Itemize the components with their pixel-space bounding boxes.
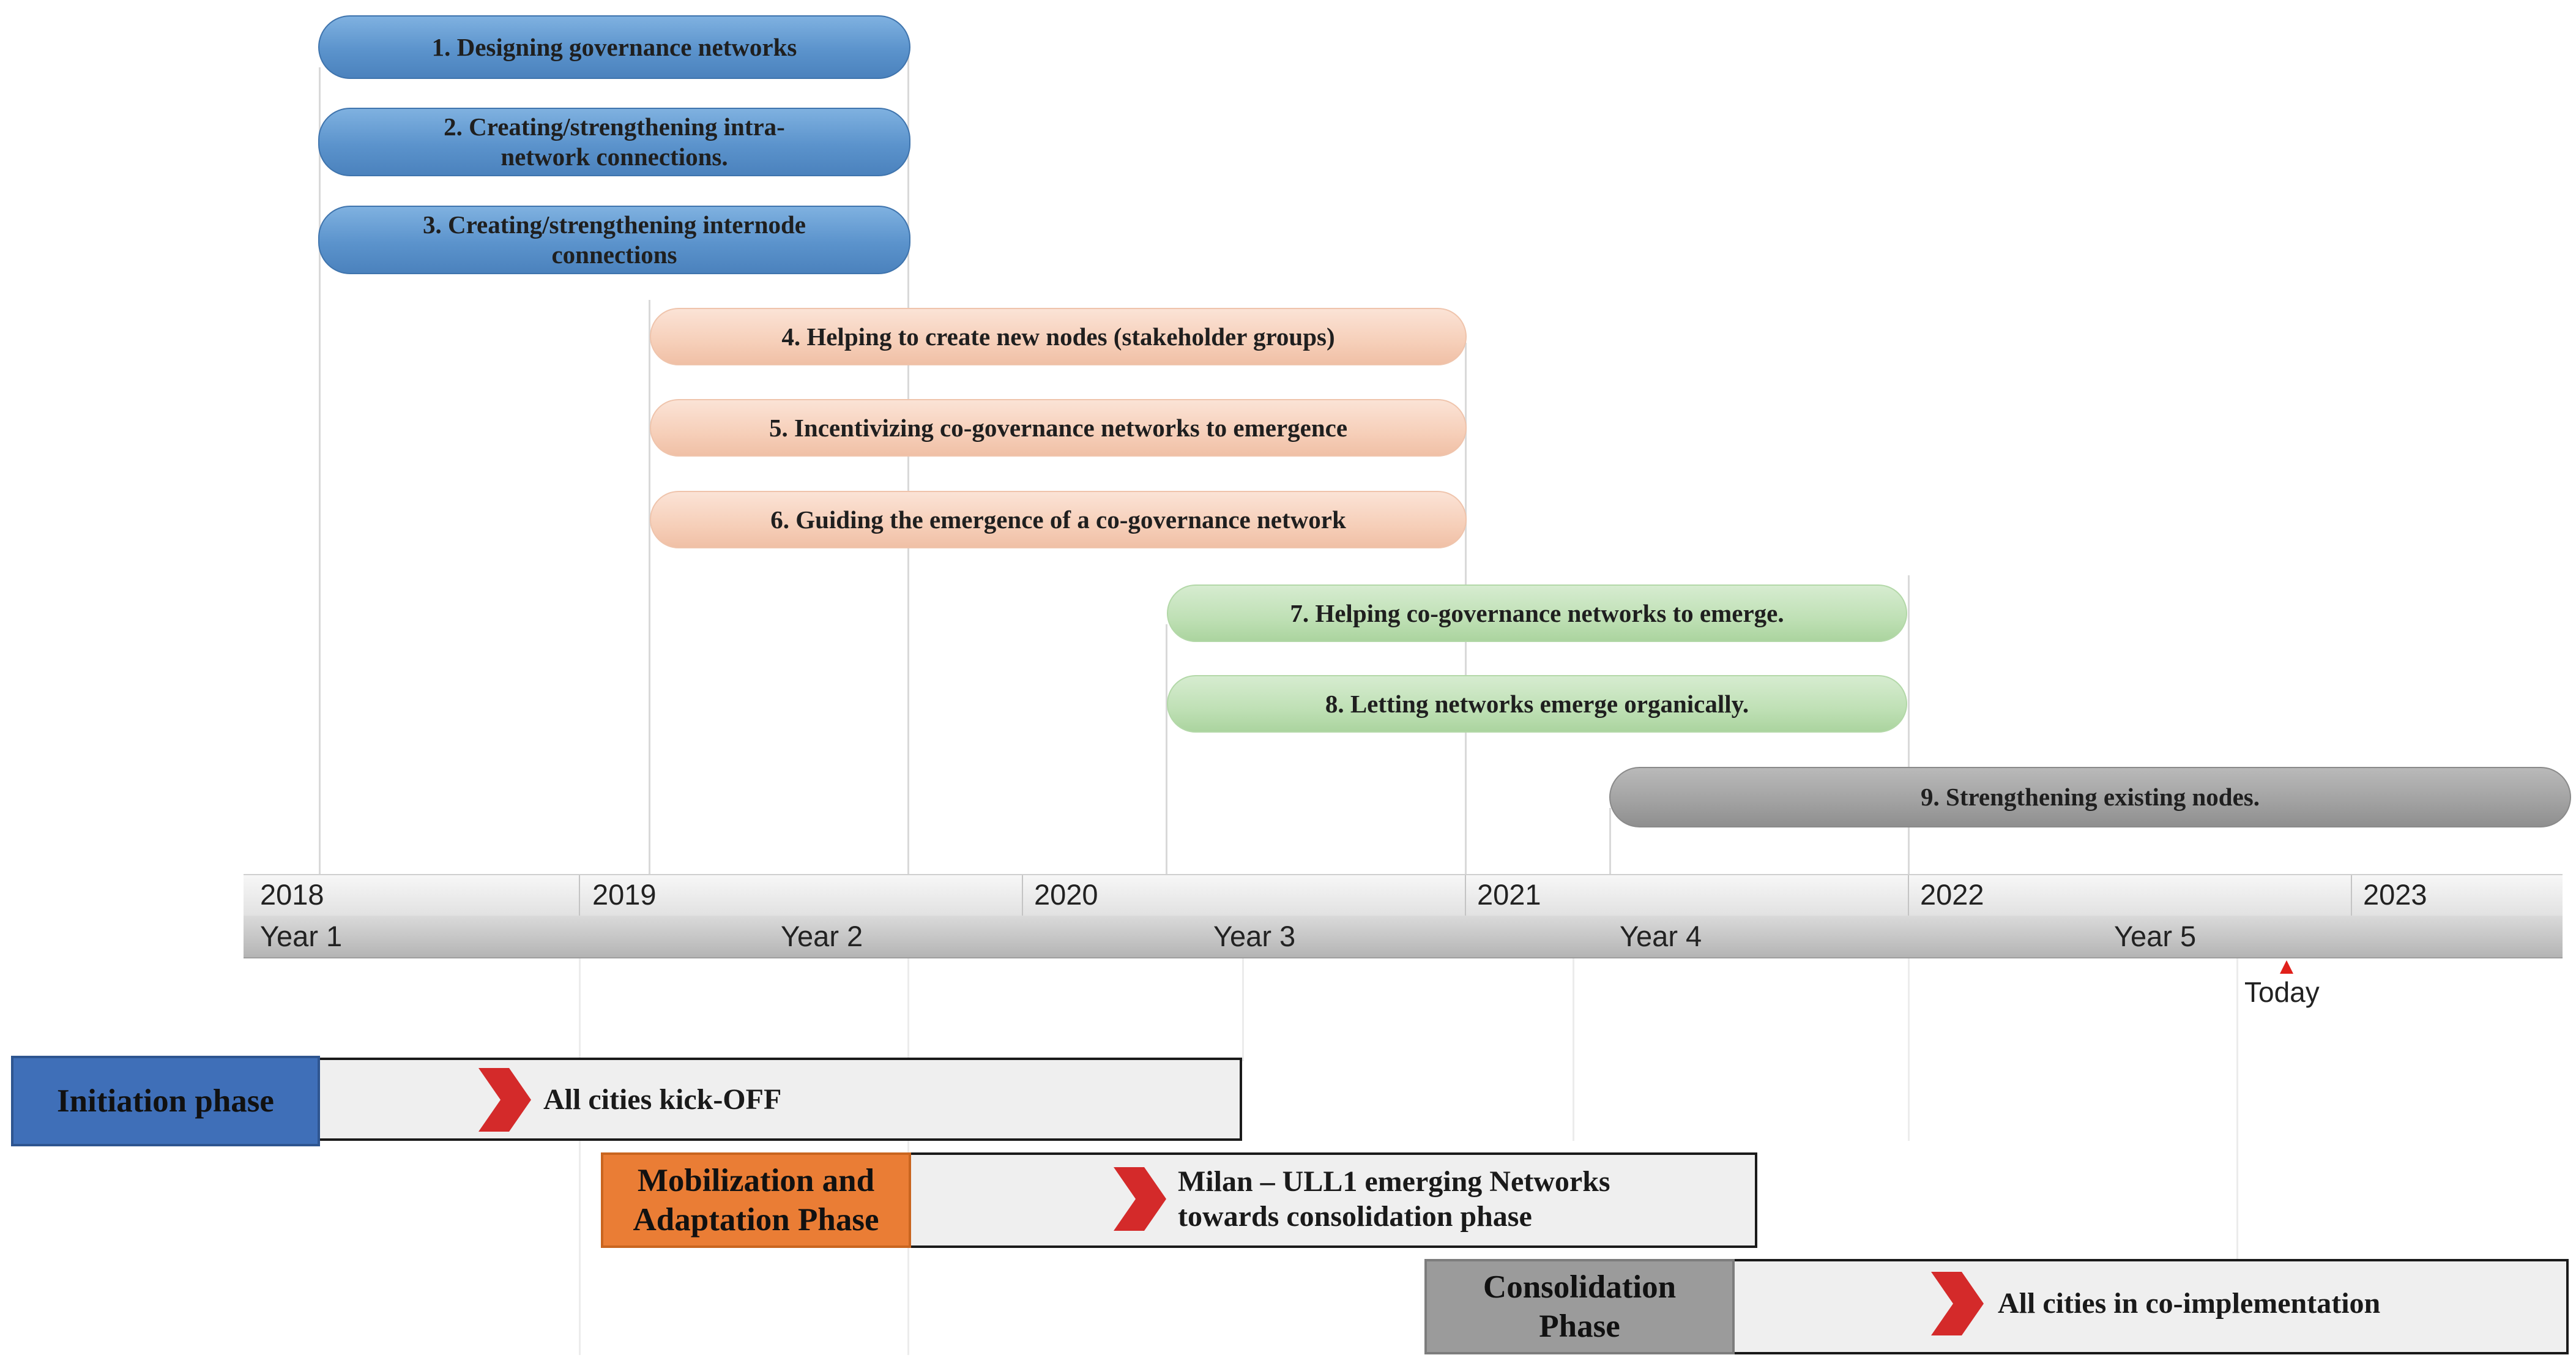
guide-line [1908,575,1910,875]
year-tick [1022,875,1023,916]
today-marker [2280,960,2293,974]
action-8-bar: 8. Letting networks emerge organically. [1167,675,1907,733]
action-8-label: 8. Letting networks emerge organically. [1325,689,1749,718]
action-2-label: 2. Creating/strengthening intra- network… [444,113,785,171]
project-year-1: Year 1 [260,920,343,952]
action-6-label: 6. Guiding the emergence of a co-governa… [770,505,1346,534]
year-tick [1908,875,1909,916]
year-tick [1465,875,1466,916]
project-year-5: Year 5 [2114,920,2197,952]
guide-line [1573,957,1574,1141]
today-label: Today [2244,976,2320,1008]
action-1-bar: 1. Designing governance networks [318,15,910,79]
consolidation-phase-name: Consolidation Phase [1483,1269,1677,1344]
action-1-label: 1. Designing governance networks [431,32,797,61]
initiation-phase-label: Initiation phase [11,1056,320,1146]
guide-line [319,67,321,875]
action-7-label: 7. Helping co-governance networks to eme… [1290,599,1784,627]
action-9-bar: 9. Strengthening existing nodes. [1609,767,2571,827]
year-label-2020: 2020 [1034,878,1098,911]
year-axis [244,874,2563,917]
guide-line [2236,957,2238,1263]
today-marker-triangle [2280,960,2293,974]
guide-line [1908,957,1910,1141]
chevron-icon [478,1068,531,1132]
project-year-4: Year 4 [1620,920,1702,952]
chevron-icon [1931,1272,1984,1335]
project-year-3: Year 3 [1213,920,1296,952]
mobilization-phase-name: Mobilization and Adaptation Phase [633,1163,879,1238]
mobilization-phase-note: Milan – ULL1 emerging Networks towards c… [1178,1165,1610,1233]
guide-line [579,957,581,1355]
action-2-bar: 2. Creating/strengthening intra- network… [318,108,910,176]
action-3-bar: 3. Creating/strengthening internode conn… [318,206,910,274]
action-6-bar: 6. Guiding the emergence of a co-governa… [650,491,1467,548]
year-label-2022: 2022 [1920,878,1984,911]
year-label-2021: 2021 [1477,878,1541,911]
guide-line [1609,808,1611,875]
year-label-2023: 2023 [2363,878,2427,911]
action-5-label: 5. Incentivizing co-governance networks … [769,413,1348,442]
year-tick [579,875,580,916]
chevron-shape [1931,1272,1984,1335]
initiation-phase-note: All cities kick-OFF [543,1083,782,1116]
year-tick [2351,875,2352,916]
consolidation-phase-note: All cities in co-implementation [1998,1287,2381,1320]
year-label-2019: 2019 [592,878,657,911]
action-3-label: 3. Creating/strengthening internode conn… [422,211,806,269]
action-4-label: 4. Helping to create new nodes (stakehol… [781,322,1335,351]
action-7-bar: 7. Helping co-governance networks to eme… [1167,584,1907,642]
project-year-axis [244,916,2563,958]
project-year-2: Year 2 [781,920,863,952]
guide-line [649,300,650,875]
mobilization-phase-label: Mobilization and Adaptation Phase [601,1152,911,1248]
initiation-phase-name: Initiation phase [57,1083,274,1119]
chevron-shape [478,1068,531,1132]
action-9-label: 9. Strengthening existing nodes. [1921,783,2260,811]
guide-line [907,49,909,875]
chevron-icon [1114,1167,1166,1231]
action-5-bar: 5. Incentivizing co-governance networks … [650,399,1467,457]
guide-line [1166,624,1167,875]
action-4-bar: 4. Helping to create new nodes (stakehol… [650,308,1467,365]
guide-line [1242,957,1244,1061]
chevron-shape [1114,1167,1166,1231]
year-label-2018: 2018 [260,878,324,911]
consolidation-phase-label: Consolidation Phase [1424,1259,1735,1354]
